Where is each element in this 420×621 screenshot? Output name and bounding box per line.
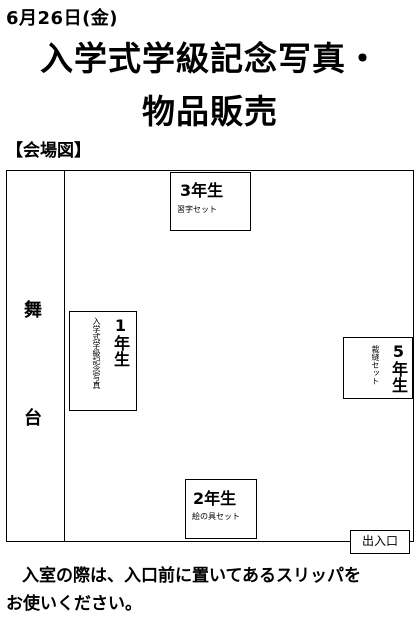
stage-label-char1: 舞 bbox=[24, 300, 42, 321]
room-grade5-title: 5年生 bbox=[389, 342, 408, 393]
page-title-line1: 入学式学級記念写真・ bbox=[40, 39, 380, 78]
venue-map bbox=[6, 170, 414, 542]
room-grade1-item: 入学式学級記念写真 bbox=[92, 317, 101, 389]
room-grade3-title: 3年生 bbox=[180, 181, 224, 200]
notice-line2: お使いください。 bbox=[6, 594, 142, 614]
room-grade2-item: 絵の具セット bbox=[192, 512, 240, 521]
room-grade5-item: 裁縫セット bbox=[371, 345, 380, 385]
stage-divider-line bbox=[64, 170, 65, 542]
room-grade1-title: 1年生 bbox=[111, 316, 130, 367]
stage-label-char2: 台 bbox=[24, 408, 42, 429]
exit-label: 出入口 bbox=[350, 530, 410, 554]
room-grade5: 5年生 裁縫セット bbox=[343, 337, 413, 399]
room-grade2-title: 2年生 bbox=[193, 489, 237, 508]
room-grade3: 3年生 習字セット bbox=[170, 172, 251, 231]
room-grade3-item: 習字セット bbox=[177, 205, 217, 214]
section-label-venue-map: 【会場図】 bbox=[6, 141, 91, 161]
event-date: 6月26日(金) bbox=[6, 8, 119, 29]
room-grade1: 1年生 入学式学級記念写真 bbox=[69, 311, 137, 411]
notice-line1: 入室の際は、入口前に置いてあるスリッパを bbox=[22, 566, 361, 586]
page-title-line2: 物品販売 bbox=[142, 92, 278, 131]
room-grade2: 2年生 絵の具セット bbox=[185, 479, 257, 539]
